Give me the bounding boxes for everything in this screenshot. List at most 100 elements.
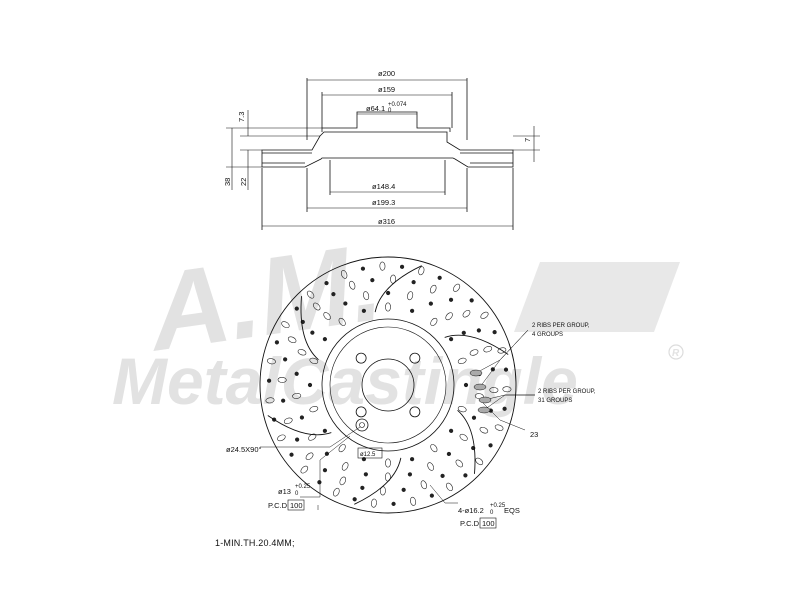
- drill-hole: [277, 377, 287, 383]
- drill-hole: [281, 398, 286, 403]
- bolt-hole: [355, 352, 367, 364]
- dim-64-tol-upper: +0.074: [388, 102, 407, 108]
- drill-hole: [440, 473, 445, 478]
- pin-hole: [355, 418, 369, 432]
- hat-top: [321, 111, 451, 132]
- drill-hole: [324, 451, 330, 456]
- drill-hole: [449, 337, 454, 342]
- drill-hole: [497, 347, 507, 354]
- drill-hole: [360, 266, 366, 271]
- drill-hole: [322, 468, 328, 473]
- drill-hole: [411, 280, 416, 285]
- drill-hole: [297, 349, 307, 356]
- pcd-label-small: P.C.D: [268, 501, 288, 510]
- drill-hole: [448, 297, 454, 302]
- drill-hole: [363, 472, 368, 477]
- plan-view: [259, 256, 535, 529]
- drill-hole: [437, 275, 442, 280]
- drill-hole: [401, 487, 406, 492]
- drill-hole: [474, 393, 484, 400]
- drill-hole: [300, 465, 309, 474]
- drill-hole: [352, 497, 357, 502]
- drill-hole: [446, 451, 452, 457]
- drill-hole: [324, 281, 329, 286]
- drill-hole: [323, 312, 331, 320]
- drill-hole: [322, 428, 327, 433]
- bolt-holes-tol-upper: +0.25: [490, 503, 506, 509]
- drill-hole: [283, 417, 293, 424]
- slot: [444, 334, 509, 355]
- drill-hole: [410, 496, 417, 506]
- drill-hole: [469, 298, 474, 303]
- drill-hole: [317, 480, 322, 485]
- drill-hole: [407, 291, 414, 301]
- drill-hole: [430, 317, 438, 326]
- drill-hole: [399, 264, 405, 269]
- min-thickness-note: 1-MIN.TH.20.4MM;: [215, 538, 295, 548]
- drill-hole: [492, 330, 497, 335]
- hole-small-tol-upper: +0.25: [295, 484, 311, 490]
- drill-hole: [274, 340, 280, 345]
- disc-center-bore: [361, 358, 415, 412]
- section-view: [226, 78, 540, 230]
- drill-hole: [391, 501, 396, 506]
- drill-hole: [309, 357, 319, 364]
- drill-hole: [349, 280, 356, 290]
- drill-hole: [480, 311, 489, 319]
- watermark-stripes: [514, 262, 680, 332]
- drill-hole: [292, 393, 302, 399]
- drill-hole: [305, 452, 314, 460]
- drill-hole: [343, 301, 348, 306]
- drill-hole: [289, 452, 294, 457]
- plan-labels: 2 RIBS PER GROUP, 4 GROUPS 2 RIBS PER GR…: [226, 323, 596, 528]
- slot: [300, 296, 319, 361]
- drill-hole: [457, 357, 467, 364]
- dim-7: 7: [523, 138, 532, 142]
- drill-hole: [503, 367, 509, 372]
- drill-hole: [313, 302, 321, 311]
- drill-hole: [428, 301, 433, 306]
- drill-hole: [339, 476, 347, 486]
- drill-hole: [277, 434, 286, 442]
- drill-hole: [340, 270, 348, 279]
- drill-hole: [341, 462, 349, 471]
- dim-22: 22: [239, 178, 248, 186]
- drill-hole: [457, 406, 467, 413]
- bolt-holes-suffix: EQS: [504, 506, 520, 515]
- slot: [374, 265, 422, 313]
- drill-hole: [294, 306, 299, 311]
- drill-hole: [483, 346, 493, 353]
- drill-hole: [502, 386, 512, 393]
- rib-group-markers: [469, 369, 492, 414]
- drill-hole: [307, 382, 313, 388]
- pcd-label-large: P.C.D: [460, 519, 480, 528]
- drill-hole: [385, 458, 391, 468]
- drill-hole: [386, 290, 391, 296]
- dim-199: ø199.3: [372, 198, 395, 207]
- ribs-group-b-line2: 31 GROUPS: [538, 398, 572, 404]
- bolt-holes-base: 4-ø16.2: [458, 506, 484, 515]
- drill-hole: [430, 444, 438, 453]
- pcd-small-value-box: [357, 447, 383, 459]
- registered-mark-circle: [668, 344, 684, 360]
- drill-hole: [502, 406, 507, 411]
- drill-hole: [475, 457, 484, 466]
- slot: [457, 409, 476, 474]
- dim-148: ø148.4: [372, 182, 395, 191]
- registered-mark: R: [672, 348, 680, 359]
- slot: [354, 457, 402, 505]
- dim-64-base: ø64.1: [366, 104, 385, 113]
- pcd-large-box: [479, 517, 497, 529]
- drill-hole: [418, 266, 425, 276]
- drill-hole: [420, 480, 427, 490]
- bolt-hole: [409, 406, 421, 418]
- dim-316: ø316: [378, 217, 395, 226]
- drill-hole: [266, 358, 276, 365]
- drill-hole: [266, 378, 272, 383]
- drill-hole: [379, 261, 386, 271]
- dim-200: ø200: [378, 69, 395, 78]
- drill-hole: [463, 473, 468, 478]
- drill-hole: [360, 485, 365, 490]
- drill-hole: [469, 349, 479, 356]
